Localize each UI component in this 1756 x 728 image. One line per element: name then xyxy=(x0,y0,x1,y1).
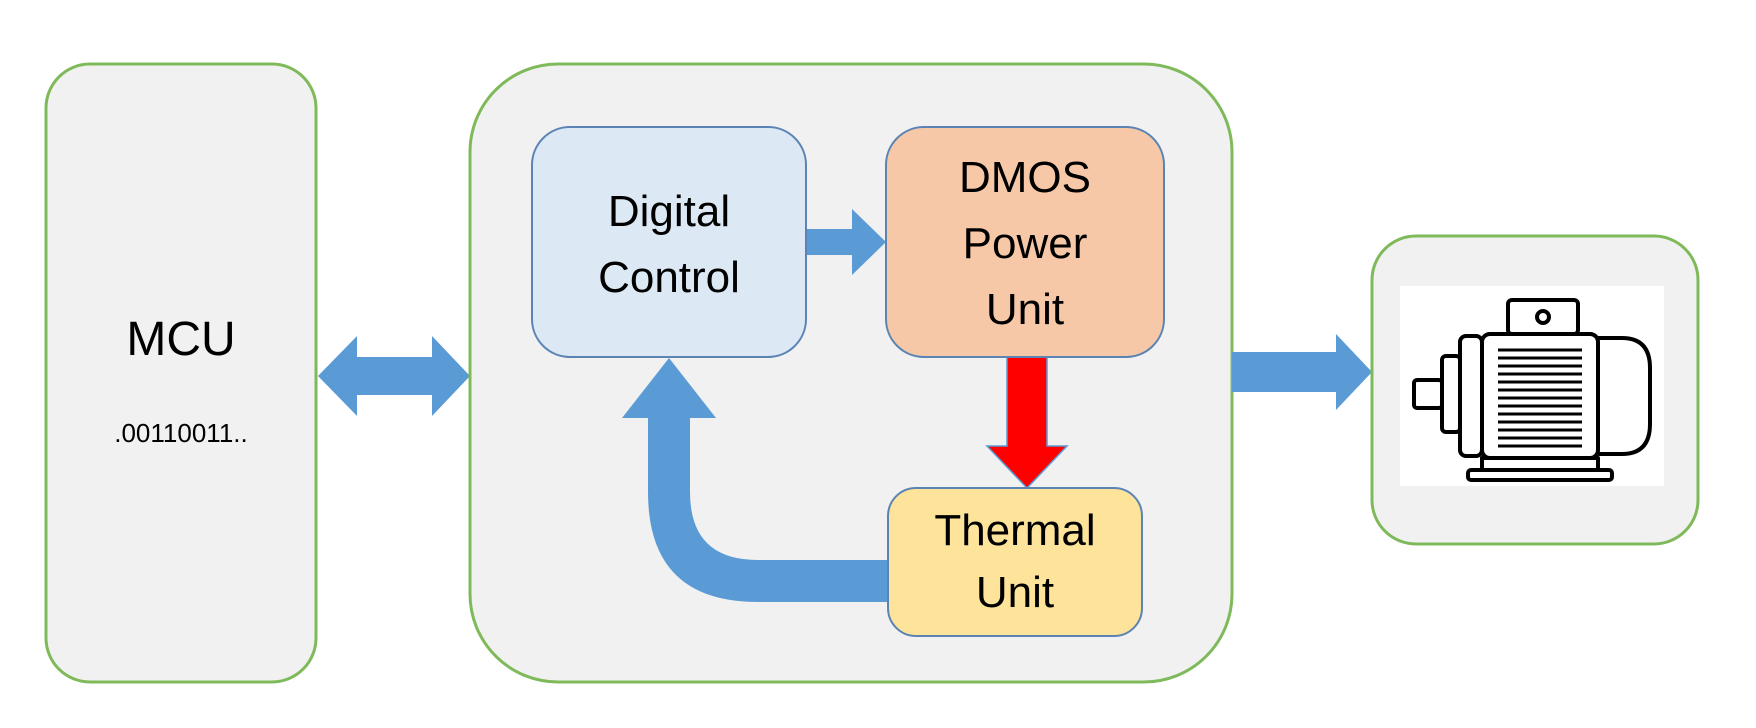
digital-control-label-line2: Control xyxy=(598,253,740,302)
digital-control-block: Digital Control xyxy=(531,126,807,358)
mcu-label: MCU xyxy=(126,313,235,366)
thermal-unit-box xyxy=(887,487,1143,637)
electric-motor-icon xyxy=(1412,298,1652,482)
mcu-block: MCU .00110011.. xyxy=(44,62,318,684)
motor-block xyxy=(1370,234,1700,546)
output-arrow xyxy=(1232,334,1372,410)
mcu-data-stream: .00110011.. xyxy=(114,418,248,448)
mcu-box xyxy=(44,62,318,684)
bidirectional-arrow xyxy=(318,336,470,416)
dmos-to-thermal-heat-arrow xyxy=(985,351,1069,490)
thermal-label-line2: Unit xyxy=(976,568,1054,617)
dmos-label-line3: Unit xyxy=(986,285,1064,334)
control-to-dmos-arrow xyxy=(806,209,886,275)
dmos-power-unit-block: DMOS Power Unit xyxy=(885,126,1165,358)
dmos-power-unit-box xyxy=(885,126,1165,358)
motor-cooling-fins-icon xyxy=(1498,348,1582,448)
dmos-label-line2: Power xyxy=(963,219,1088,268)
thermal-unit-block: Thermal Unit xyxy=(887,487,1143,637)
dmos-label-line1: DMOS xyxy=(959,153,1091,202)
digital-control-box xyxy=(531,126,807,358)
thermal-label-line1: Thermal xyxy=(934,506,1095,555)
digital-control-label-line1: Digital xyxy=(608,187,730,236)
thermal-feedback-arrow xyxy=(622,358,888,602)
driver-block: Digital Control DMOS Power Unit Thermal … xyxy=(468,62,1234,684)
